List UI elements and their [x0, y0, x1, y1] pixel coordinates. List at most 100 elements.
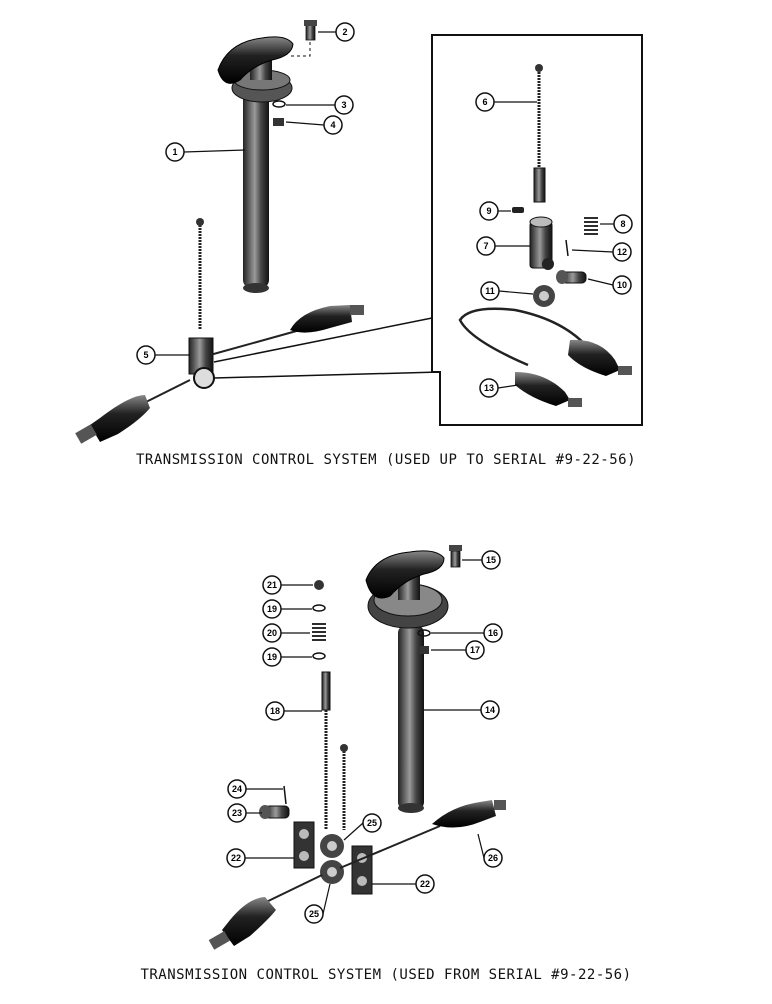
top-callout-circle-1 — [165, 142, 185, 162]
top-callout-label-9: 9 — [486, 206, 491, 216]
swivel-25-lower — [320, 860, 344, 884]
bottom-callout-label-6: 19 — [267, 604, 277, 614]
plate-22-left — [293, 821, 315, 869]
cable-6 — [533, 64, 546, 203]
bottom-callout-circle-7 — [262, 647, 282, 667]
cable-assembly-13 — [458, 307, 632, 407]
top-callout-circle-13 — [479, 378, 499, 398]
top-leader-11 — [498, 290, 534, 295]
cotter-pin-24 — [283, 785, 287, 805]
bottom-callout-label-13: 24 — [232, 784, 242, 794]
bottom-callout-circle-6 — [262, 599, 282, 619]
top-callout-label-7: 7 — [483, 241, 488, 251]
yoke-7 — [529, 216, 554, 270]
top-callout-label-12: 12 — [617, 247, 627, 257]
top-callout-circle-12 — [612, 242, 632, 262]
top-diagram-caption: TRANSMISSION CONTROL SYSTEM (USED UP TO … — [135, 452, 636, 468]
bottom-callout-label-8: 20 — [267, 628, 277, 638]
top-callout-circle-9 — [479, 201, 499, 221]
top-leader-4 — [285, 121, 325, 126]
bushing-11 — [533, 285, 555, 307]
rod-18 — [321, 671, 348, 830]
pin-10 — [556, 270, 587, 284]
top-callout-label-5: 5 — [143, 350, 148, 360]
cotter-pin-12 — [565, 239, 569, 257]
bottom-callout-label-12: 23 — [232, 808, 242, 818]
bolt-2 — [290, 20, 317, 57]
bottom-callout-circle-12 — [227, 803, 247, 823]
bottom-callout-circle-5 — [265, 701, 285, 721]
top-callout-label-4: 4 — [330, 120, 335, 130]
bottom-callout-label-10: 22 — [231, 853, 241, 863]
bottom-callout-label-3: 16 — [488, 628, 498, 638]
cable-26 — [208, 800, 506, 950]
washer-3 — [272, 100, 286, 108]
bottom-leader-16 — [477, 833, 485, 859]
bottom-callout-label-11: 22 — [420, 879, 430, 889]
bottom-callout-label-4: 17 — [470, 645, 480, 655]
bottom-callout-label-15: 25 — [309, 909, 319, 919]
top-leader-10 — [587, 278, 614, 286]
callout-labels: 1234567891011121314151617181919202122222… — [136, 22, 633, 924]
shift-lever-1 — [217, 36, 294, 293]
washer-16 — [417, 629, 431, 637]
top-callout-label-3: 3 — [341, 100, 346, 110]
bottom-callout-circle-1 — [480, 700, 500, 720]
top-callout-circle-3 — [334, 95, 354, 115]
top-callout-circle-5 — [136, 345, 156, 365]
spring-20 — [312, 623, 326, 641]
top-assembly — [75, 20, 643, 444]
top-callout-label-2: 2 — [342, 27, 347, 37]
bottom-callout-label-14: 25 — [367, 818, 377, 828]
pin-9 — [512, 207, 524, 213]
bottom-callout-circle-4 — [465, 640, 485, 660]
top-callout-label-13: 13 — [484, 383, 494, 393]
bottom-callout-circle-10 — [226, 848, 246, 868]
pin-23 — [259, 805, 290, 819]
bottom-callout-circle-3 — [483, 623, 503, 643]
washer-19-lower — [312, 652, 326, 660]
bolt-15 — [449, 545, 462, 568]
top-callout-circle-6 — [475, 92, 495, 112]
bottom-callout-circle-8 — [262, 623, 282, 643]
nut-17 — [418, 646, 429, 654]
swivel-25-upper — [320, 834, 344, 858]
top-callout-label-8: 8 — [620, 219, 625, 229]
bottom-callout-circle-9 — [262, 575, 282, 595]
bottom-callout-circle-13 — [227, 779, 247, 799]
plate-22-right — [351, 845, 373, 895]
bottom-leader-14 — [343, 822, 364, 841]
bottom-callout-label-9: 21 — [267, 580, 277, 590]
bottom-callout-label-16: 26 — [488, 853, 498, 863]
bottom-callout-label-2: 15 — [486, 555, 496, 565]
top-callout-circle-4 — [323, 115, 343, 135]
top-callout-label-11: 11 — [485, 286, 495, 296]
bottom-callout-circle-14 — [362, 813, 382, 833]
bottom-callout-circle-2 — [481, 550, 501, 570]
top-callout-circle-8 — [613, 214, 633, 234]
bottom-leader-15 — [322, 883, 331, 915]
cable-fitting-5 — [75, 218, 364, 444]
top-callout-circle-11 — [480, 281, 500, 301]
bottom-callout-label-1: 14 — [485, 705, 495, 715]
top-callout-label-10: 10 — [617, 280, 627, 290]
shift-lever-14 — [365, 550, 449, 813]
nut-21 — [314, 580, 324, 590]
top-callout-circle-10 — [612, 275, 632, 295]
top-callout-circle-2 — [335, 22, 355, 42]
top-callout-label-6: 6 — [482, 97, 487, 107]
top-callout-label-1: 1 — [172, 147, 177, 157]
top-leader-13 — [497, 384, 519, 389]
bottom-diagram-caption: TRANSMISSION CONTROL SYSTEM (USED FROM S… — [140, 967, 632, 983]
bottom-callout-label-5: 18 — [270, 706, 280, 716]
top-leader-12 — [571, 249, 614, 253]
top-leader-1 — [183, 149, 246, 153]
bottom-callout-circle-15 — [304, 904, 324, 924]
nut-4 — [273, 118, 284, 126]
bottom-callout-label-7: 19 — [267, 652, 277, 662]
spring-8 — [584, 217, 598, 235]
washer-19-upper — [312, 604, 326, 612]
top-callout-circle-7 — [476, 236, 496, 256]
